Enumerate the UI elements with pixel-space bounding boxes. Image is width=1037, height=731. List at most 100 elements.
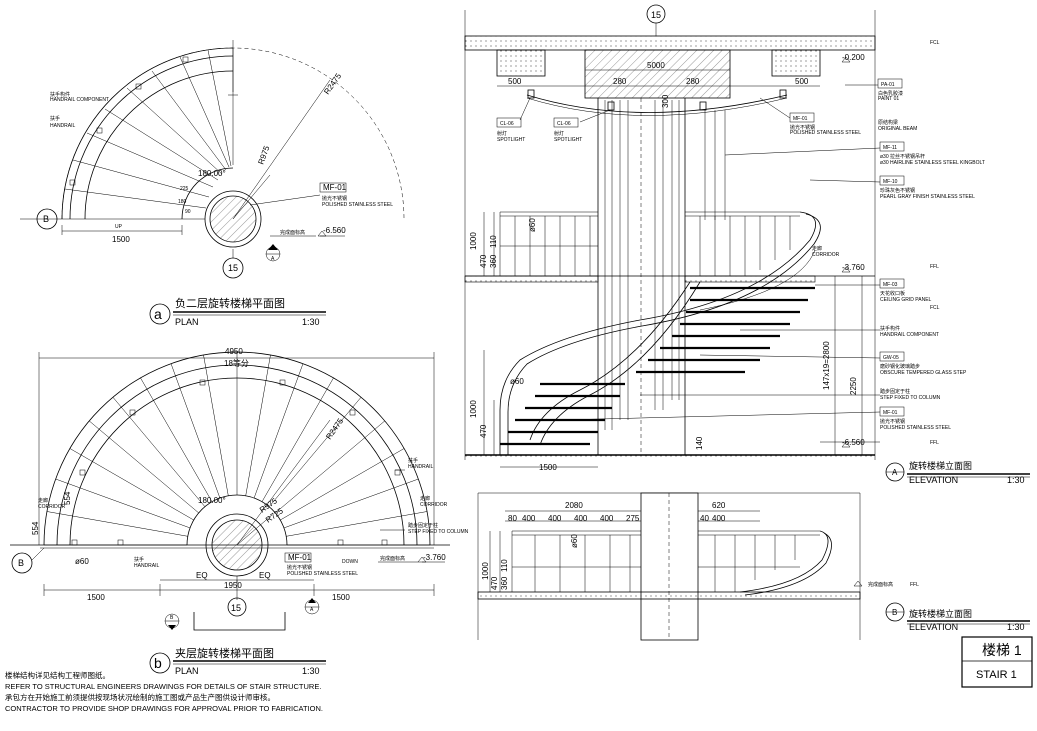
tread-line	[268, 397, 362, 507]
plan-a-level-label: 完成面标高	[280, 229, 305, 236]
elev-a-steps: 147x19=2800	[822, 341, 831, 390]
elev-a-w280a: 280	[613, 77, 627, 86]
elev-a-pa01-en: PAINT 01	[878, 96, 899, 102]
plan-b-eq2: EQ	[259, 571, 271, 580]
elev-a-cl06b-cn: 射灯	[554, 130, 564, 137]
elev-b-s275: 275	[626, 514, 640, 523]
plan-a-letter: a	[154, 306, 162, 322]
elev-b-s400d: 400	[600, 514, 614, 523]
elev-a-title-cn: 旋转楼梯立面图	[909, 460, 972, 471]
plan-b-r-outer: R2475	[324, 416, 345, 441]
tread-line	[283, 478, 419, 529]
plan-a-title	[149, 303, 326, 325]
plan-b-handrail2-en: HANDRAIL	[134, 563, 160, 569]
plan-b-right: 1500	[332, 593, 350, 602]
plan-a-title-en: PLAN	[175, 317, 199, 327]
plan-b-corridor-cn: 走廊	[38, 497, 48, 504]
plan-a-section-marker: A	[271, 256, 275, 262]
plan-b-mf01: MF-01	[288, 553, 312, 562]
elev-a-h460: ø60	[528, 218, 537, 232]
elev-a-w5000: 5000	[647, 61, 665, 70]
elev-a-grid-15: 15	[651, 10, 661, 20]
plan-b-section-a: A	[310, 607, 314, 613]
tread-line	[253, 363, 304, 499]
elev-a-fcl-top: FCL	[930, 40, 940, 46]
elev-b-s400e: 400	[712, 514, 726, 523]
elev-b-ffl: FFL	[910, 582, 919, 588]
plan-b-eq1: EQ	[196, 571, 208, 580]
elev-a-hc-cn: 扶手构件	[880, 325, 900, 332]
elev-a-ffl-a: FFL	[930, 264, 939, 270]
title-block	[961, 636, 1033, 688]
elev-a-cl06a-cn: 射灯	[497, 130, 507, 137]
elev-a-w1500: 1500	[539, 463, 557, 472]
elev-a-mf03: MF-03	[883, 282, 898, 288]
plan-a-r-inner: R975	[256, 144, 271, 166]
elev-a-h300: 300	[661, 94, 670, 108]
elev-a-h460b: ø60	[510, 377, 524, 386]
plan-b-title	[149, 652, 326, 674]
note-line-1: 楼梯结构详见结构工程师图纸。	[5, 671, 110, 680]
note-line-4: CONTRACTOR TO PROVIDE SHOP DRAWINGS FOR …	[5, 704, 323, 713]
plan-b	[10, 351, 450, 631]
elev-a-mf01a: MF-01	[793, 116, 808, 122]
elevation-a	[464, 4, 881, 468]
tread-line	[89, 420, 199, 514]
plan-a-up: UP	[115, 224, 123, 230]
grid-bubble-b-plan-b	[11, 552, 33, 574]
grid-bubble-15-plan-a	[222, 257, 244, 279]
elev-a-title	[885, 462, 1030, 482]
plan-b-angle: 180.00°	[198, 496, 226, 505]
elev-a-lv3: -6.560	[842, 438, 865, 447]
plan-b-mf01-en: POLISHED STAINLESS STEEL	[287, 571, 358, 577]
title-block-en: STAIR 1	[976, 669, 1017, 681]
elev-a-w500b: 500	[795, 77, 809, 86]
elev-a-cl06b: CL-06	[557, 121, 571, 127]
tread-line	[55, 478, 191, 529]
elev-b-title-en: ELEVATION	[909, 622, 958, 632]
plan-b-grid-b: B	[18, 558, 24, 568]
tread-line	[261, 377, 334, 502]
elev-a-mf10: MF-10	[883, 179, 898, 185]
plan-a-level: -6.560	[323, 226, 346, 235]
plan-b-scale: 1:30	[302, 666, 320, 676]
elev-b-h1000: 1000	[481, 562, 490, 580]
elev-b-h470: 470	[490, 576, 499, 590]
elev-a-h110: 110	[489, 235, 498, 248]
elev-b-s40: 40	[700, 514, 709, 523]
plan-a-title-cn: 负二层旋转楼梯平面图	[175, 296, 285, 310]
elev-a-lv2: -3.760	[842, 263, 865, 272]
elev-a-mf11: MF-11	[883, 145, 897, 151]
plan-b-left: 1500	[87, 593, 105, 602]
elev-a-step-en: STEP FIXED TO COLUMN	[880, 395, 941, 401]
plan-a-d3: 90	[185, 209, 191, 215]
plan-b-section-b: B	[170, 615, 174, 621]
plan-a-tag-handrail-en: HANDRAIL	[50, 123, 76, 129]
elev-a-step-cn: 踏步固定于柱	[880, 388, 910, 395]
plan-b-title-cn: 夹层旋转楼梯平面图	[175, 646, 274, 660]
plan-a-tag-handrail-comp-cn: 扶手构件	[50, 91, 70, 98]
plan-b-overall-sub: 18等分	[224, 358, 249, 368]
plan-b-grid-15: 15	[231, 603, 241, 613]
tread-line	[112, 397, 206, 507]
elev-b-s400a: 400	[522, 514, 536, 523]
elev-b-title	[885, 602, 1030, 625]
elev-a-mf01b-cn: 抛光不锈钢	[880, 418, 905, 425]
plan-b-d60: ø60	[75, 557, 89, 566]
plan-b-d554a: 554	[63, 491, 72, 505]
tread-line	[245, 354, 271, 496]
elev-a-title-en: ELEVATION	[909, 475, 958, 485]
plan-a-tag-handrail-comp-en: HANDRAIL COMPONENT	[50, 97, 109, 103]
plan-b-level-label: 完成面标高	[380, 555, 405, 562]
elev-a-fcl-mid: FCL	[930, 305, 940, 311]
elev-a-corridor-en: CORRIDOR	[812, 252, 840, 258]
elev-a-pa01: PA-01	[881, 82, 895, 88]
elev-a-h1000a: 1000	[469, 232, 478, 250]
grid-bubble-15-elev-a	[646, 4, 666, 24]
elev-a-h470a: 470	[479, 254, 488, 268]
elev-a-mf01b: MF-01	[883, 410, 898, 416]
plan-a-tag-mf01: MF-01	[323, 183, 347, 192]
elev-a-gw05-en: OBSCURE TEMPERED GLASS STEP	[880, 370, 967, 376]
title-block-cn: 楼梯 1	[982, 642, 1022, 658]
plan-b-handrail-en: HANDRAIL	[408, 464, 434, 470]
